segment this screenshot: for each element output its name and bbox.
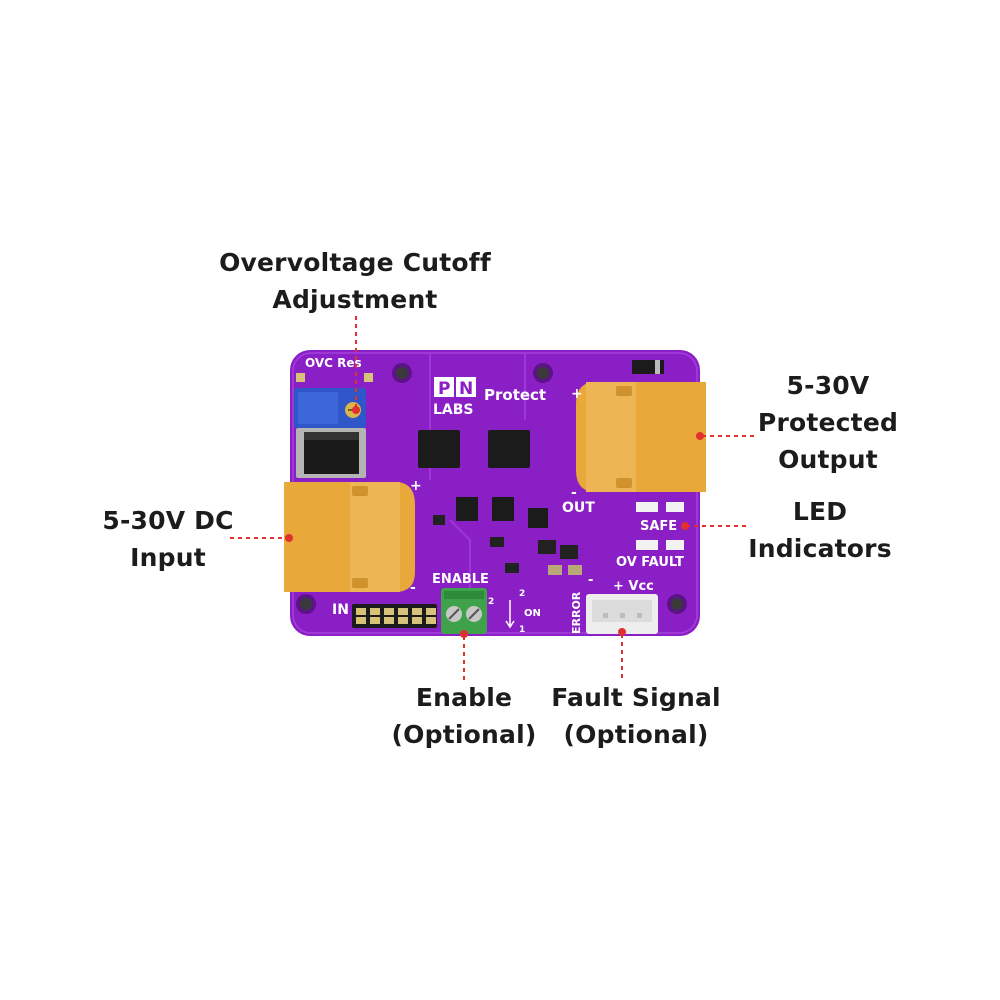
silk-in: IN [332,602,349,618]
input-xt60-connector [284,482,415,592]
silk-out: OUT [562,500,595,516]
callout-ovc-line-1: Overvoltage Cutoff [219,248,491,277]
silk-out-minus: - [571,485,577,501]
silk-safe: SAFE [640,519,677,534]
callout-leds-line-1: LED [792,497,848,526]
logo-letter-n: N [459,379,473,399]
silk-vcc: + Vcc [613,579,654,594]
mosfet-chips [418,430,582,575]
dot-enable [460,630,468,638]
callout-input: 5-30V DC Input [88,502,248,576]
leader-lines [230,316,758,680]
silk-error: ERROR [570,591,583,634]
callout-ovc-line-2: Adjustment [272,285,438,314]
trimmer-potentiometer [294,388,366,428]
callout-ovc-adjustment: Overvoltage Cutoff Adjustment [190,244,520,318]
callout-leds-line-2: Indicators [748,534,892,563]
silk-in-minus: - [410,580,416,596]
logo-labs: LABS [433,402,474,418]
led-indicators-parts [636,502,684,550]
dot-output [696,432,704,440]
silk-enable: ENABLE [432,572,489,587]
callout-output-line-3: Output [778,445,878,474]
callout-leds: LED Indicators [740,493,900,567]
callout-fault-line-1: Fault Signal [551,683,721,712]
silk-on: ON [524,608,541,619]
dot-leds [681,522,689,530]
logo-protect: Protect [484,386,546,404]
fault-jst-connector [586,594,658,634]
silk-ovc-res: OVC Res [305,356,362,370]
mounting-holes [296,363,687,614]
silk-fault-minus: - [588,573,593,588]
dot-fault [618,628,626,636]
callout-fault-line-2: (Optional) [563,720,709,749]
callout-input-line-2: Input [130,543,206,572]
callout-fault: Fault Signal (Optional) [538,679,734,753]
silk-in-plus: + [410,478,422,494]
callout-enable: Enable (Optional) [384,679,544,753]
callout-output-line-2: Protected [757,408,899,437]
input-header-pads [352,604,437,628]
silk-switch-pin-1: 1 [519,625,525,635]
silk-switch-pin-2: 2 [519,589,525,599]
output-xt60-connector [576,382,706,492]
leader-dots [285,406,704,638]
logo-letter-p: P [438,379,450,399]
callout-input-line-1: 5-30V DC [102,506,234,535]
silk-ov-fault: OV FAULT [616,555,684,570]
silk-pin-2: 2 [488,597,494,607]
dot-input [285,534,293,542]
callout-output: 5-30V Protected Output [748,367,908,478]
enable-screw-terminal [441,588,487,634]
callout-enable-line-2: (Optional) [391,720,537,749]
diode-component [296,428,366,478]
pn-labs-logo: P N LABS Protect [433,377,546,418]
silk-out-plus: + [571,386,583,402]
callout-enable-line-1: Enable [415,683,513,712]
dot-ovc [352,406,360,414]
callout-output-line-1: 5-30V [786,371,870,400]
